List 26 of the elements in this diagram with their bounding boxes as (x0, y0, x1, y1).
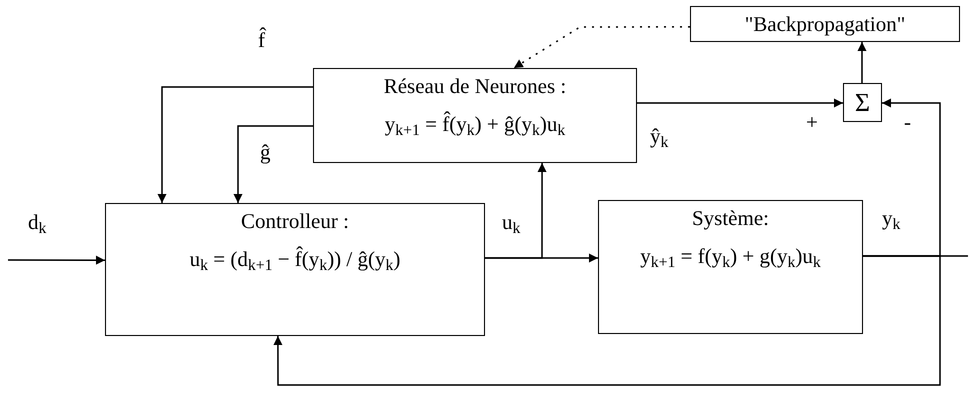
edge-label: d$_{k}$ (26, 212, 48, 233)
sign-label: - (904, 112, 911, 133)
arrow (8, 256, 105, 265)
equation: y$_{k+1}$ = f̂(y$_{k}$) + ĝ(y$_{k}$)u$_{k}$ (384, 111, 566, 138)
sigma-symbol: Σ (854, 90, 870, 116)
edge-label: ŷ$_{k}$ (648, 126, 670, 147)
arrow (273, 255, 941, 386)
process-box (690, 6, 960, 42)
process-box (598, 200, 863, 334)
process-box (313, 68, 637, 163)
dotted-arrow (513, 26, 690, 69)
block-title: Réseau de Neurones : (384, 73, 566, 100)
arrow (158, 86, 313, 203)
block-title: Controlleur : (241, 208, 349, 234)
summing-junction (843, 83, 882, 122)
edge-label: ĝ (258, 142, 272, 163)
arrow (637, 98, 843, 108)
block-title: Système: (692, 205, 769, 232)
arrow (858, 42, 866, 83)
process-box (105, 203, 485, 336)
arrow (485, 163, 547, 259)
equation: u$_{k}$ = (d$_{k+1}$ − f̂(y$_{k}$)) / ĝ(y$_{k}$) (190, 246, 400, 272)
block-title: "Backpropagation" (744, 10, 906, 38)
arrow (234, 125, 313, 203)
sign-label: + (806, 112, 818, 133)
equation: y$_{k+1}$ = f(y$_{k}$) + g(y$_{k}$)u$_{k}$ (640, 243, 821, 270)
